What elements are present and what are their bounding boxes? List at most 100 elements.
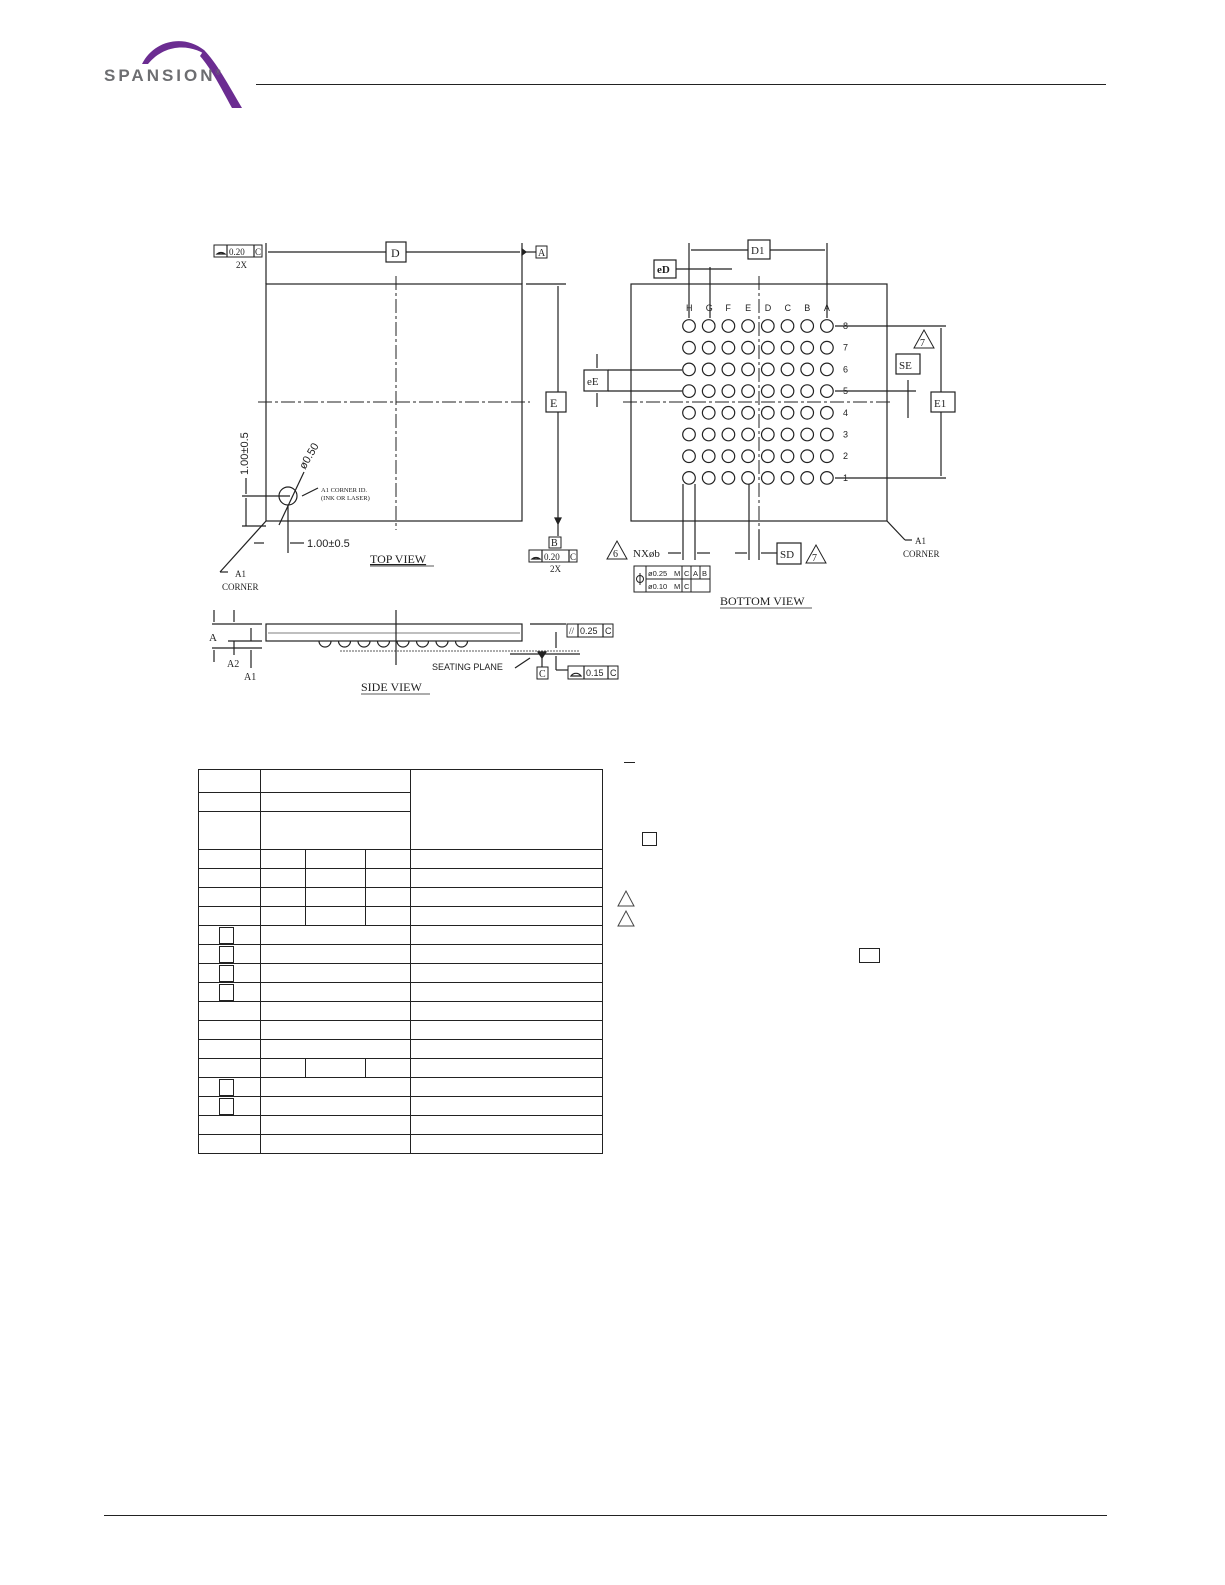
solder-ball xyxy=(820,384,834,399)
cell xyxy=(198,887,261,907)
cell xyxy=(410,925,603,945)
solder-ball xyxy=(800,384,815,399)
cell xyxy=(198,1115,261,1135)
solder-ball xyxy=(780,384,795,399)
note-symbol-box xyxy=(642,832,657,846)
solder-ball xyxy=(721,319,736,333)
dim-A: A xyxy=(209,632,217,644)
table-row xyxy=(198,1096,603,1116)
header-cell xyxy=(198,811,261,850)
note-triangle-icons xyxy=(617,889,635,927)
table-row xyxy=(198,868,603,888)
bottom-view-title: BOTTOM VIEW xyxy=(720,594,805,608)
table-row xyxy=(198,849,603,869)
position-tol-1-modifier: M xyxy=(674,569,680,578)
solder-ball xyxy=(800,340,815,355)
solder-ball xyxy=(701,427,716,442)
horizontal-offset: 1.00±0.5 xyxy=(307,538,350,550)
row-label: 7 xyxy=(843,343,848,353)
solder-ball xyxy=(800,449,815,464)
cell xyxy=(198,1001,261,1021)
dim-SD: SD xyxy=(780,549,794,561)
solder-ball xyxy=(780,340,795,355)
symbol-box xyxy=(219,945,234,963)
dim-E1: E1 xyxy=(934,398,946,410)
side-solder-ball xyxy=(454,640,469,648)
dimensions-table xyxy=(198,769,603,1154)
solder-ball xyxy=(741,384,755,399)
cell xyxy=(410,1096,603,1116)
cell xyxy=(305,887,366,907)
solder-ball xyxy=(682,427,696,442)
solder-ball xyxy=(701,362,716,377)
solder-ball xyxy=(682,471,696,485)
cell xyxy=(365,1058,411,1078)
brand-text: SPANSION xyxy=(104,66,216,85)
datum-B: B xyxy=(551,538,558,549)
side-view: A A2 A1 SEATING PLANE C // 0.25 C 0.15 C… xyxy=(209,610,619,695)
cell xyxy=(410,1020,603,1040)
cell xyxy=(410,982,603,1002)
position-tol-1: ø0.25 xyxy=(648,569,667,578)
table-header-row xyxy=(198,792,603,812)
cell xyxy=(198,849,261,869)
dim-SE: SE xyxy=(899,360,912,372)
table-row xyxy=(198,982,603,1002)
side-view-title: SIDE VIEW xyxy=(361,680,422,694)
table-row xyxy=(198,1134,603,1154)
table-row xyxy=(198,925,603,945)
position-tol-1-datum-c: C xyxy=(684,569,690,578)
header-note xyxy=(410,769,603,850)
dim-D1: D1 xyxy=(751,245,764,257)
solder-ball xyxy=(760,405,775,420)
parallelism-datum: C xyxy=(605,626,612,636)
cell xyxy=(410,887,603,907)
symbol-box xyxy=(219,926,234,944)
solder-ball xyxy=(800,427,815,442)
cell xyxy=(410,1001,603,1021)
note-dash xyxy=(624,762,635,764)
solder-ball xyxy=(721,405,736,420)
side-solder-ball xyxy=(396,640,410,648)
solder-ball xyxy=(721,384,736,399)
symbol-box xyxy=(219,1078,234,1096)
solder-ball xyxy=(721,340,736,355)
cell xyxy=(260,1039,411,1059)
column-label: F xyxy=(725,303,731,313)
side-solder-ball xyxy=(376,640,391,648)
cell xyxy=(305,906,366,926)
cell xyxy=(260,849,306,869)
cell xyxy=(410,849,603,869)
cell xyxy=(198,963,261,983)
table-row xyxy=(198,1020,603,1040)
flatness-count: 2X xyxy=(236,260,248,270)
column-label: C xyxy=(785,303,792,313)
side-solder-ball xyxy=(435,640,449,648)
cell xyxy=(410,1058,603,1078)
solder-ball xyxy=(682,362,696,377)
solder-ball xyxy=(741,405,755,420)
position-tol-2-modifier: M xyxy=(674,582,680,591)
cell xyxy=(260,982,411,1002)
top-view-title: TOP VIEW xyxy=(370,552,427,566)
seating-plane-label: SEATING PLANE xyxy=(432,662,503,672)
cell xyxy=(365,849,411,869)
note-ref-7: 7 xyxy=(920,338,925,349)
side-solder-ball xyxy=(357,640,371,648)
corner-id-sub-label: (INK OR LASER) xyxy=(321,495,370,502)
package-drawing: 0.20 C 2X D A E B 0.20 C 2X xyxy=(209,239,956,695)
solder-ball xyxy=(800,362,815,377)
header-symbol xyxy=(198,769,261,793)
solder-ball xyxy=(701,449,716,464)
footer-rule xyxy=(104,1515,1107,1516)
solder-ball xyxy=(780,471,795,485)
position-tol-1-datum-a: A xyxy=(693,569,698,578)
header-cell xyxy=(198,792,261,812)
cell xyxy=(198,1134,261,1154)
dim-D: D xyxy=(391,246,400,260)
svg-text://: // xyxy=(569,626,575,636)
flatness-datum: C xyxy=(255,247,261,257)
top-view: 0.20 C 2X D A E B 0.20 C 2X xyxy=(213,241,578,592)
solder-ball xyxy=(682,405,696,420)
